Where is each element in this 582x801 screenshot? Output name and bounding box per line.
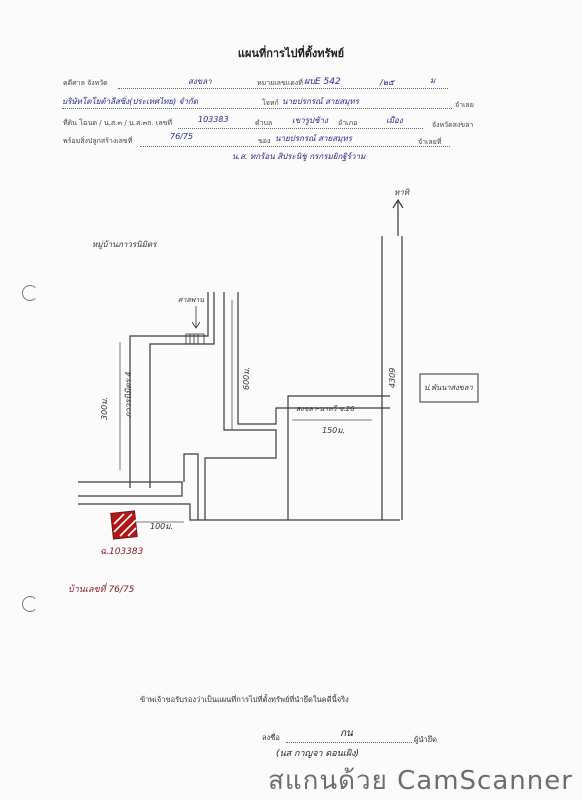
north-label: หาทิ xyxy=(394,188,410,197)
village-label: หมู่บ้านภาวรนิมิตร xyxy=(92,240,157,249)
subdistrict-value: เขารูปช้าง xyxy=(292,116,328,125)
row2-dots xyxy=(62,108,452,109)
north-arrow-icon xyxy=(392,198,404,236)
dist-100-label: 100ม. xyxy=(150,522,174,531)
parcel-marker-icon xyxy=(110,510,138,540)
row3-dots xyxy=(178,128,423,129)
year-value: /๒๕ xyxy=(380,78,395,87)
district-value: เมือง xyxy=(386,116,403,125)
court-value: สงขลา xyxy=(188,77,212,86)
scanner-watermark: สแกนด้วย CamScanner xyxy=(268,766,573,796)
black-no-value: ผบE 542 xyxy=(304,77,341,87)
sign-value: กน xyxy=(340,728,353,739)
signer-name: (นส กาญจา ดอนเผิง) xyxy=(276,749,360,759)
dist-300-label: 300ม. xyxy=(100,396,109,420)
road-soi-inner xyxy=(183,453,199,520)
road-soi-right-edge xyxy=(149,292,215,488)
certify-text: ข้าพเจ้าขอรับรองว่าเป็นแผนที่การไปที่ตั้… xyxy=(140,695,349,704)
row4-dots xyxy=(140,146,450,147)
owner-value: นายปรกรณ์ สายสมุทร xyxy=(275,134,352,143)
year-suffix: ม xyxy=(430,76,436,85)
highway-label: 4309 xyxy=(388,367,397,388)
land-no-value: 103383 xyxy=(198,115,229,124)
province-label: จังหวัดสงขลา xyxy=(432,121,474,129)
parcel-label: ฉ.103383 xyxy=(100,547,144,557)
defendant-value: นายปรกรณ์ สายสมุทร xyxy=(282,97,359,106)
house-number-label: บ้านเลขที่ 76/75 xyxy=(68,585,135,595)
document-title: แผนที่การไปที่ตั้งทรัพย์ xyxy=(237,47,345,60)
sign-dots xyxy=(286,742,412,743)
owner-label: ของ xyxy=(258,137,271,145)
dist-150-label: 150ม. xyxy=(322,426,346,435)
punch-hole-top xyxy=(22,285,38,301)
row1-dots xyxy=(118,88,448,89)
road-middle-left xyxy=(204,292,277,520)
case-label: คดีศาล จังหวัด xyxy=(63,79,108,87)
plaintiff-value: บริษัทโตโยต้าลีสซิ่ง(ประเทศไทย) จำกัด xyxy=(62,97,198,106)
road-middle-right xyxy=(237,292,390,425)
plaintiff-label: โจทก์ xyxy=(262,99,279,107)
house-label: พร้อมสิ่งปลูกสร้างเลขที่ xyxy=(63,137,133,145)
subdistrict-label: ตำบล xyxy=(255,119,273,127)
landmark-label: ป.พันนาสงขลา xyxy=(424,383,473,392)
road-soi-left-edge xyxy=(129,292,209,488)
owner-suffix: จำเลยที่ xyxy=(418,138,442,146)
shrine-icon xyxy=(185,306,205,345)
house-no-value: 76/75 xyxy=(170,132,194,141)
shrine-label: ศาลพาน xyxy=(178,296,204,304)
sign-label: ลงชื่อ xyxy=(262,733,280,742)
note-value: น.ส. ทกร้อน สิประนิชู กรกรมยิกฐิร์วาม xyxy=(232,152,366,161)
sign-role: ผู้นำยึด xyxy=(414,735,437,744)
land-label: ที่ดิน โฉนด / น.ส.๓ / น.ส.๓ก. เลขที่ xyxy=(63,119,173,127)
road-branch xyxy=(287,395,390,520)
defendant-label: จำเลย xyxy=(455,101,474,109)
road-vertical-label: ภาวรนิมิตร 4 xyxy=(124,371,133,418)
punch-hole-bottom xyxy=(22,596,38,612)
district-label: อำเภอ xyxy=(338,119,358,127)
road-branch-label: สงขลา-นาทวี ซ.26 xyxy=(296,405,355,413)
black-no-label: หมายเลขแดงที่ xyxy=(257,79,303,87)
dist-600-label: 600ม. xyxy=(242,366,251,390)
road-bottom-left-lower xyxy=(78,503,400,521)
landmark-box xyxy=(419,373,479,403)
